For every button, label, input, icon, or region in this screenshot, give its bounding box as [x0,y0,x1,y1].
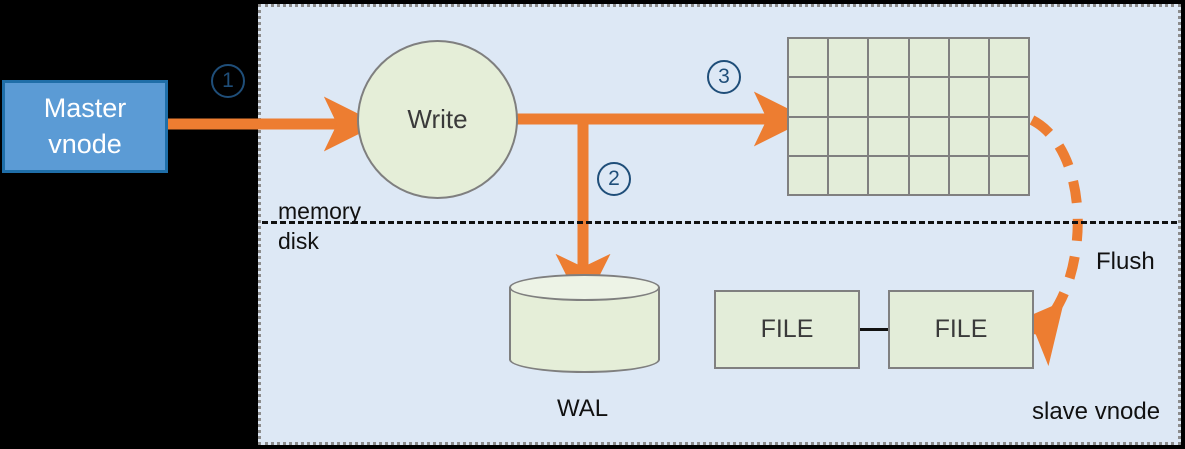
grid-cell [989,156,1028,194]
step-marker-2: 2 [597,162,631,196]
grid-cell [829,117,868,155]
grid-cell [869,117,908,155]
master-vnode-label-line1: Master [43,92,127,123]
grid-cell [949,39,988,77]
grid-cell [909,156,948,194]
grid-cell [989,39,1028,77]
grid-cell [829,39,868,77]
master-vnode-label-line2: vnode [48,128,122,159]
file-box-1-label: FILE [760,315,814,343]
grid-cell [949,156,988,194]
step-marker-1: 1 [211,64,245,98]
slave-vnode-label: slave vnode [1032,398,1161,425]
write-node-label: Write [407,104,468,134]
step-marker-3: 3 [707,60,741,94]
grid-cell [949,78,988,116]
grid-cell [829,156,868,194]
wal-cylinder[interactable] [509,274,660,373]
memory-disk-divider [262,221,1177,224]
file-box-2[interactable]: FILE [888,290,1034,369]
grid-cell [869,78,908,116]
grid-cell [909,39,948,77]
file-box-2-label: FILE [934,315,988,343]
file-connector-line [860,328,888,331]
memory-table-grid[interactable] [787,37,1030,196]
write-node[interactable]: Write [357,40,518,199]
memory-tier-label: memory [278,198,362,224]
grid-cell [909,117,948,155]
flush-label: Flush [1096,248,1155,275]
wal-cylinder-top [509,274,660,301]
file-box-1[interactable]: FILE [714,290,860,369]
disk-tier-label: disk [278,228,319,254]
wal-label: WAL [557,395,609,422]
grid-cell [829,78,868,116]
master-vnode-box[interactable]: Master vnode [2,80,168,173]
grid-cell [909,78,948,116]
grid-cell [989,78,1028,116]
grid-cell [869,156,908,194]
grid-cell [789,78,828,116]
grid-cell [949,117,988,155]
grid-cell [869,39,908,77]
grid-cell [789,117,828,155]
grid-cell [989,117,1028,155]
grid-cell [789,156,828,194]
grid-cell [789,39,828,77]
